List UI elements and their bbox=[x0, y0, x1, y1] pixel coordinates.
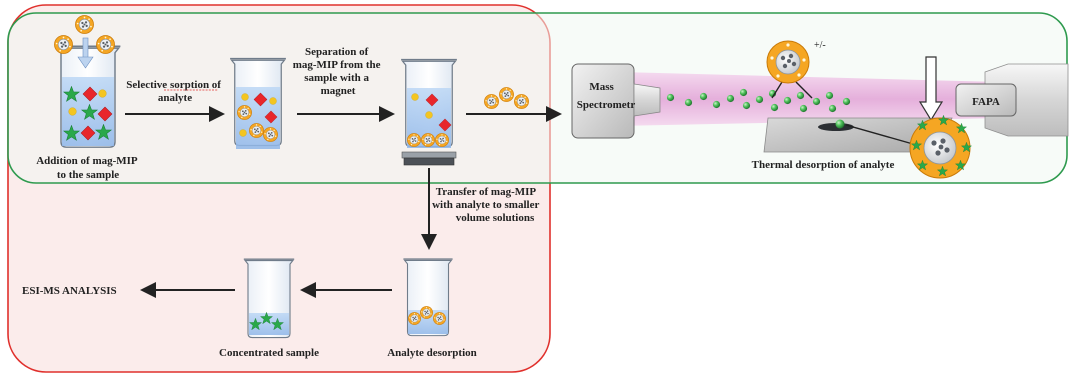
fapa-source-icon: FAPA bbox=[955, 63, 1069, 137]
ionized-particle-zoom bbox=[766, 40, 810, 84]
callout-line-bottom bbox=[845, 124, 921, 147]
beaker-step-3 bbox=[400, 58, 458, 148]
concentrated-sample-label: Concentrated sample bbox=[219, 347, 319, 359]
beaker-desorption bbox=[402, 258, 454, 337]
separation-label: Separation of mag-MIP from the sample wi… bbox=[293, 46, 384, 97]
transfer-label: Transfer of mag-MIP with analyte to smal… bbox=[432, 186, 542, 224]
mass-spectrometer-icon: Mass Spectrometr bbox=[571, 63, 661, 139]
heating-arrow-icon bbox=[918, 56, 944, 122]
addition-label: Addition of mag-MIP to the sample bbox=[36, 155, 140, 181]
esi-ms-label: ESI-MS ANALYSIS bbox=[22, 285, 117, 297]
thermal-desorption-label: Thermal desorption of analyte bbox=[752, 159, 895, 171]
mag-mip-particles-falling bbox=[54, 15, 115, 69]
desorbing-particle-zoom bbox=[909, 115, 972, 179]
beaker-concentrated bbox=[243, 258, 295, 339]
beaker-step-2 bbox=[229, 57, 287, 149]
fapa-label: FAPA bbox=[972, 96, 1000, 108]
plasma-beam bbox=[620, 72, 1000, 126]
beaker-step-1 bbox=[54, 45, 122, 149]
mass-spec-label: Mass Spectrometr bbox=[577, 81, 636, 111]
selective-sorption-label: Selective sorption of analyte bbox=[126, 79, 223, 104]
magnet-icon bbox=[401, 151, 457, 166]
callout-line-top-2 bbox=[795, 81, 813, 99]
analyte-desorption-label: Analyte desorption bbox=[387, 347, 477, 359]
callout-line-top bbox=[771, 81, 783, 99]
charge-label: +/- bbox=[814, 40, 826, 51]
